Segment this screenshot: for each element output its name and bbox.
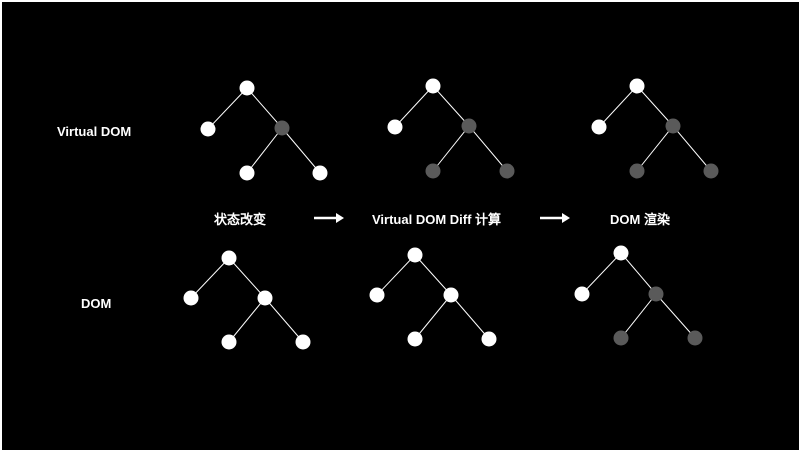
tree-node-root xyxy=(239,80,255,96)
tree-edge-mid-leaf_r xyxy=(655,293,696,339)
tree-node-root xyxy=(629,78,645,94)
tree-vdom-diff xyxy=(387,78,515,179)
step-label-state-change: 状态改变 xyxy=(214,212,267,227)
tree-node-leaf-l xyxy=(407,331,423,347)
step-label-diff: Virtual DOM Diff 计算 xyxy=(372,212,502,227)
tree-node-mid xyxy=(443,287,459,303)
tree-node-leaf-r xyxy=(312,165,328,181)
tree-edge-mid-leaf_l xyxy=(414,294,452,340)
tree-node-left xyxy=(183,290,199,306)
tree-node-root xyxy=(221,250,237,266)
arrow-diff-to-render xyxy=(540,213,570,223)
tree-edge-root-mid xyxy=(432,85,470,127)
tree-node-left xyxy=(387,119,403,135)
tree-edge-root-mid xyxy=(636,85,674,127)
step-label-render: DOM 渲染 xyxy=(610,212,670,227)
tree-edge-root-mid xyxy=(620,252,657,295)
tree-edge-root-mid xyxy=(228,257,266,299)
tree-edge-mid-leaf_r xyxy=(264,297,304,343)
tree-edge-mid-leaf_r xyxy=(450,294,490,340)
tree-node-leaf-r-changed xyxy=(703,163,719,179)
tree-node-leaf-r-changed xyxy=(499,163,515,179)
tree-node-mid-changed xyxy=(461,118,477,134)
tree-edge-mid-leaf_l xyxy=(228,297,266,343)
tree-node-root xyxy=(613,245,629,261)
tree-node-leaf-r-changed xyxy=(687,330,703,346)
row-label-dom: DOM xyxy=(81,296,112,311)
tree-edge-mid-leaf_l xyxy=(432,125,470,172)
tree-node-leaf-l-changed xyxy=(629,163,645,179)
arrow-head xyxy=(336,213,344,223)
tree-node-left xyxy=(200,121,216,137)
tree-edge-mid-leaf_l xyxy=(636,125,674,172)
tree-edge-root-left xyxy=(376,254,416,296)
tree-node-leaf-r xyxy=(295,334,311,350)
tree-edge-root-left xyxy=(581,252,622,295)
tree-node-root xyxy=(407,247,423,263)
tree-node-mid-changed xyxy=(648,286,664,302)
tree-node-left xyxy=(574,286,590,302)
tree-node-leaf-l-changed xyxy=(425,163,441,179)
tree-dom-render xyxy=(574,245,703,346)
tree-edge-root-left xyxy=(190,257,230,299)
tree-node-leaf-l-changed xyxy=(613,330,629,346)
tree-vdom-state xyxy=(200,80,328,181)
tree-edge-root-mid xyxy=(246,87,283,129)
tree-edge-root-mid xyxy=(414,254,452,296)
tree-edge-mid-leaf_l xyxy=(620,293,657,339)
tree-edge-root-left xyxy=(394,85,434,128)
tree-node-left xyxy=(369,287,385,303)
tree-vdom-render xyxy=(591,78,719,179)
tree-node-mid-changed xyxy=(274,120,290,136)
tree-node-left xyxy=(591,119,607,135)
arrow-head xyxy=(562,213,570,223)
tree-node-mid xyxy=(257,290,273,306)
tree-node-leaf-r xyxy=(481,331,497,347)
row-label-virtual-dom: Virtual DOM xyxy=(57,124,132,139)
tree-edge-root-left xyxy=(207,87,248,130)
arrow-state-to-diff xyxy=(314,213,344,223)
tree-node-leaf-l xyxy=(221,334,237,350)
tree-node-mid-changed xyxy=(665,118,681,134)
tree-edge-mid-leaf_r xyxy=(672,125,712,172)
tree-edge-mid-leaf_r xyxy=(281,127,321,174)
tree-node-leaf-l xyxy=(239,165,255,181)
tree-edge-root-left xyxy=(598,85,638,128)
tree-edge-mid-leaf_l xyxy=(246,127,283,174)
tree-edge-mid-leaf_r xyxy=(468,125,508,172)
tree-dom-diff xyxy=(369,247,497,347)
tree-dom-state xyxy=(183,250,311,350)
tree-node-root xyxy=(425,78,441,94)
